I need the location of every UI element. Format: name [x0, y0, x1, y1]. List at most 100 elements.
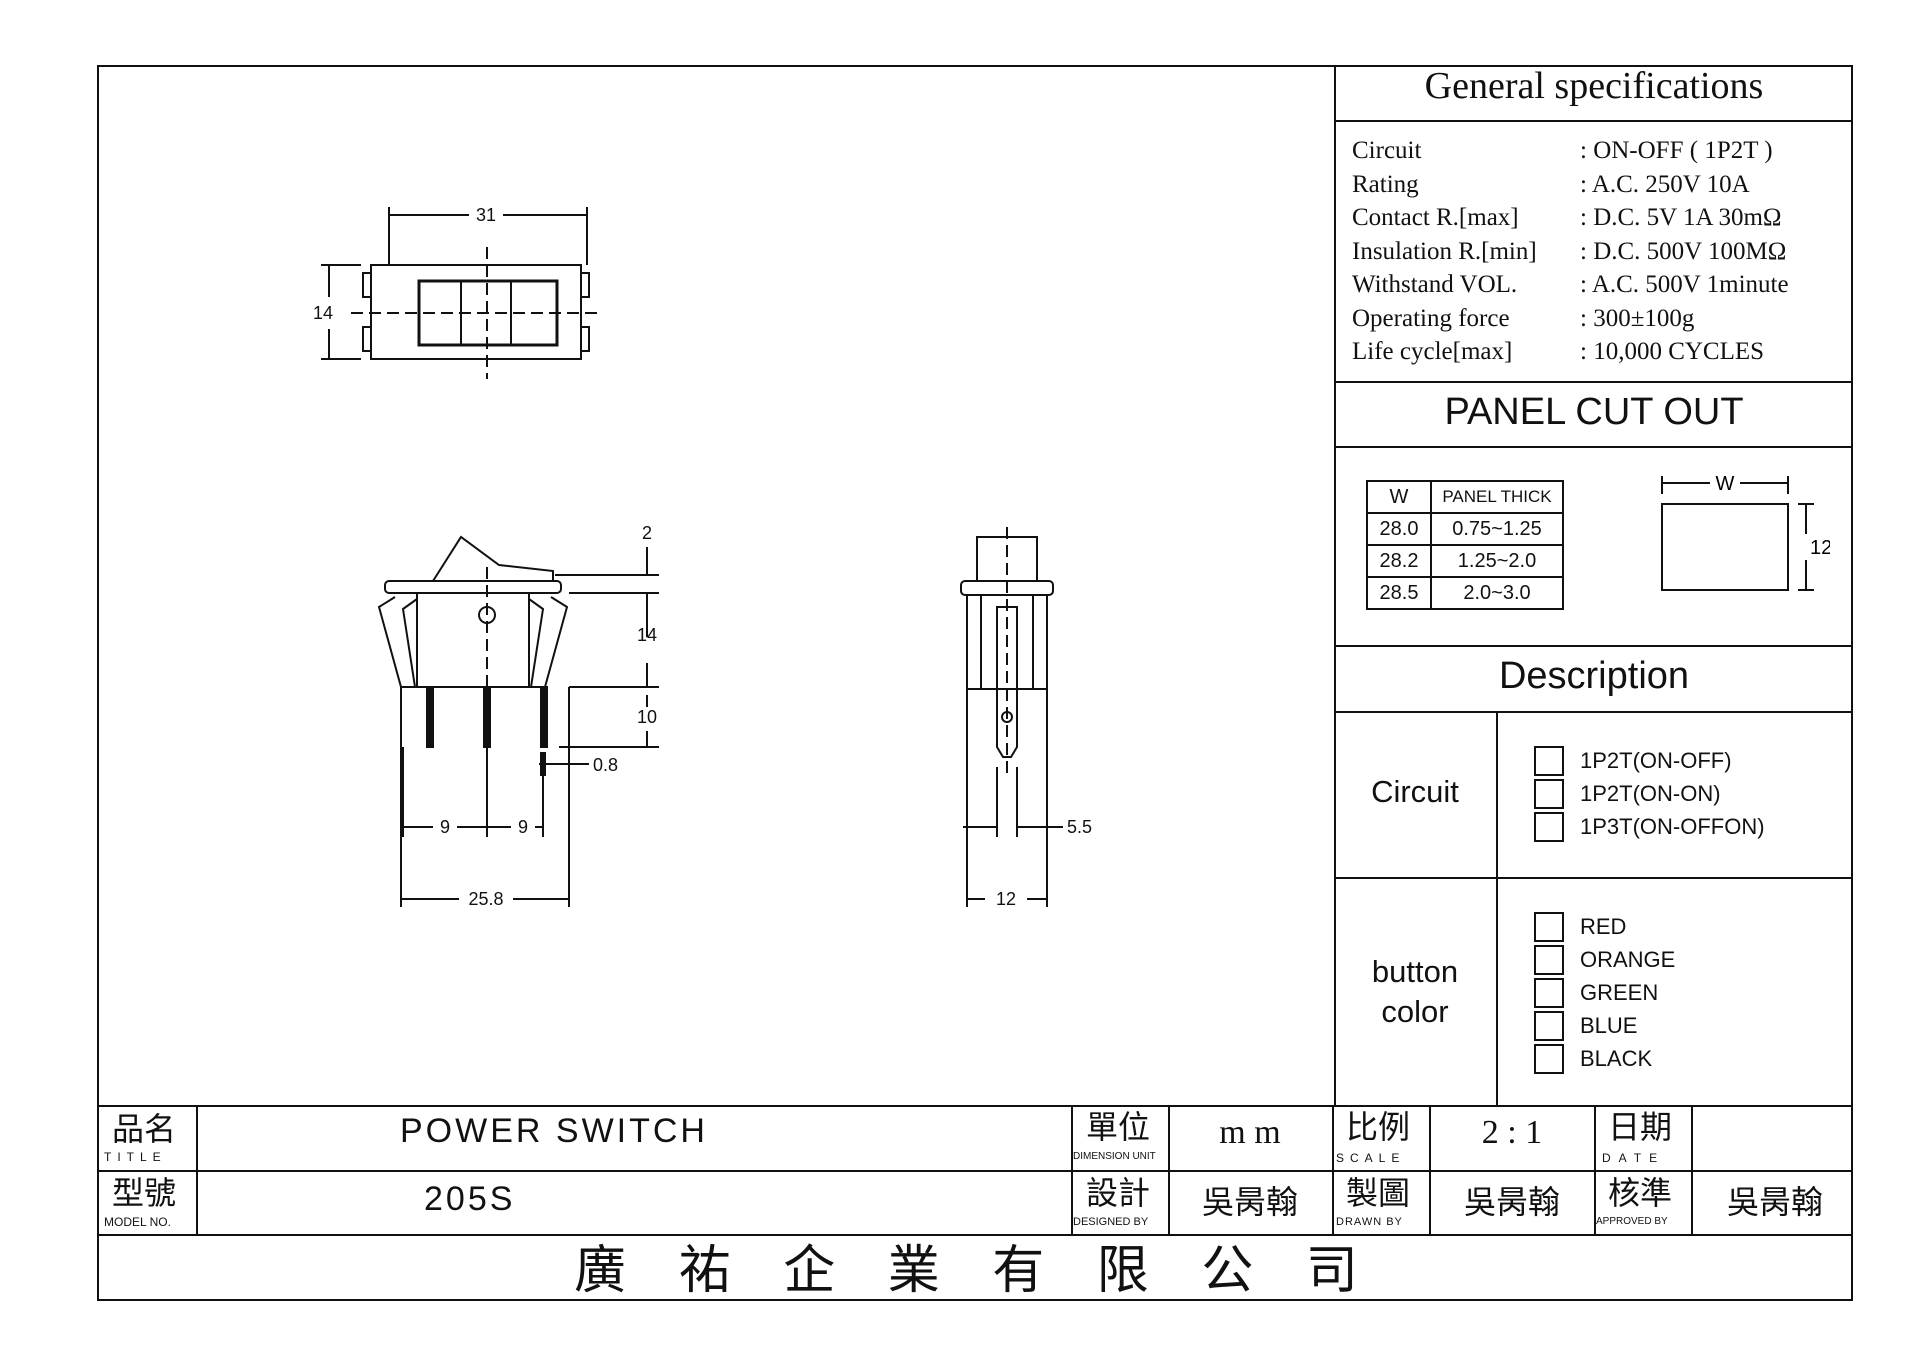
drawing-frame — [97, 65, 1853, 1301]
circuit-option-checkbox[interactable] — [1534, 812, 1564, 842]
top-view — [321, 207, 599, 379]
spec-label: Circuit — [1352, 137, 1422, 164]
title-label-en: TITLE — [104, 1150, 167, 1164]
spec-label: Withstand VOL. — [1352, 271, 1518, 298]
drawn-label-en: DRAWN BY — [1336, 1216, 1403, 1228]
spec-label: Life cycle[max] — [1352, 338, 1513, 365]
circuit-option-label: 1P2T(ON-ON) — [1580, 781, 1721, 806]
design-value: 吳昺翰 — [1201, 1183, 1298, 1221]
desc-row-divider — [1334, 877, 1853, 879]
dim-pin-thickness: 0.8 — [593, 755, 618, 775]
color-option-checkbox[interactable] — [1534, 912, 1564, 942]
description-title: Description — [1498, 655, 1690, 697]
design-label-cjk: 設計 — [1086, 1174, 1151, 1212]
dim-front-pins: 10 — [637, 707, 657, 727]
dim-side-width: 12 — [996, 889, 1016, 909]
date-label-en: DATE — [1602, 1151, 1666, 1165]
table-cell: 2.0~3.0 — [1430, 576, 1564, 610]
front-view — [377, 535, 659, 907]
table-cell: 28.2 — [1366, 544, 1432, 578]
color-option-label: BLUE — [1580, 1013, 1638, 1038]
spec-value: : ON-OFF ( 1P2T ) — [1580, 137, 1773, 164]
dim-front-top: 2 — [642, 523, 652, 543]
scale-label-en: SCALE — [1336, 1151, 1406, 1165]
circuit-option-label: 1P3T(ON-OFFON) — [1580, 814, 1765, 839]
color-option-label: ORANGE — [1580, 947, 1676, 972]
approved-label-en: APPROVED BY — [1596, 1216, 1668, 1227]
spec-value: : D.C. 500V 100MΩ — [1580, 237, 1787, 265]
panel-title-rule-top — [1334, 381, 1853, 383]
dim-top-height: 14 — [313, 303, 333, 323]
spec-label: Operating force — [1352, 304, 1510, 332]
general-specs-title: General specifications — [1424, 65, 1764, 107]
button-color-label: button color — [1336, 952, 1494, 1032]
desc-title-rule-bottom — [1334, 711, 1853, 713]
table-header-thick: PANEL THICK — [1430, 480, 1564, 514]
scale-label-cjk: 比例 — [1346, 1108, 1411, 1146]
color-option-label: BLACK — [1580, 1046, 1653, 1071]
tb-col — [1429, 1105, 1431, 1236]
cutout-height-label: 12 — [1810, 537, 1830, 559]
dim-overall-width: 25.8 — [468, 889, 503, 909]
spec-value: : 300±100g — [1580, 304, 1695, 332]
approved-value: 吳昺翰 — [1726, 1183, 1823, 1221]
specs-divider — [1334, 65, 1336, 1107]
titleblock-rule-top — [97, 1105, 1853, 1107]
date-label-cjk: 日期 — [1608, 1108, 1673, 1146]
tb-col — [1594, 1105, 1596, 1236]
desc-title-rule-top — [1334, 645, 1853, 647]
panel-title-rule-bottom — [1334, 446, 1853, 448]
unit-label-en: DIMENSION UNIT — [1073, 1151, 1156, 1162]
table-cell: 28.5 — [1366, 576, 1432, 610]
dim-front-body: 14 — [637, 625, 657, 645]
spec-value: : D.C. 5V 1A 30mΩ — [1580, 204, 1782, 231]
dim-pin-pitch-2: 9 — [518, 817, 528, 837]
switch-drawings: 31 14 2 14 10 0.8 9 9 25.8 5.5 12 — [313, 205, 1092, 909]
spec-label: Insulation R.[min] — [1352, 237, 1537, 265]
panel-cut-out-title: PANEL CUT OUT — [1444, 391, 1744, 433]
title-value: POWER SWITCH — [400, 1112, 708, 1150]
model-value: 205S — [424, 1180, 516, 1218]
specs-title-rule — [1334, 120, 1853, 122]
cutout-width-label: W — [1716, 473, 1735, 495]
tb-col — [1332, 1105, 1334, 1236]
table-cell: 28.0 — [1366, 512, 1432, 546]
drawn-value: 吳昺翰 — [1463, 1183, 1560, 1221]
tb-col — [1691, 1105, 1693, 1236]
unit-value: m m — [1219, 1114, 1281, 1151]
spec-value: : 10,000 CYCLES — [1580, 338, 1765, 365]
spec-value: : A.C. 250V 10A — [1580, 170, 1750, 198]
tb-col — [1071, 1105, 1073, 1236]
titleblock-rule-bottom — [97, 1234, 1853, 1236]
color-option-checkbox[interactable] — [1534, 1011, 1564, 1041]
circuit-option-checkbox[interactable] — [1534, 779, 1564, 809]
spec-label: Rating — [1352, 170, 1419, 198]
panel-cutout-diagram: W 12 — [1661, 473, 1830, 591]
dim-side-pin-offset: 5.5 — [1067, 817, 1092, 837]
dim-pin-pitch-1: 9 — [440, 817, 450, 837]
title-label-cjk: 品名 — [112, 1110, 177, 1148]
color-option-checkbox[interactable] — [1534, 978, 1564, 1008]
color-option-label: GREEN — [1580, 980, 1659, 1005]
circuit-option-checkbox[interactable] — [1534, 746, 1564, 776]
design-label-en: DESIGNED BY — [1073, 1216, 1149, 1228]
button-color-label-line2: color — [1381, 994, 1449, 1029]
company-name: 廣 祐 企 業 有 限 公 司 — [574, 1241, 1376, 1301]
tb-col — [196, 1105, 198, 1236]
titleblock-rule-mid — [97, 1170, 1853, 1172]
spec-label: Contact R.[max] — [1352, 204, 1519, 231]
circuit-label: Circuit — [1371, 774, 1459, 809]
scale-value: 2 : 1 — [1481, 1114, 1543, 1151]
color-option-checkbox[interactable] — [1534, 945, 1564, 975]
unit-label-cjk: 單位 — [1086, 1108, 1151, 1146]
side-view — [960, 527, 1063, 907]
spec-value: : A.C. 500V 1minute — [1580, 271, 1789, 298]
table-cell: 1.25~2.0 — [1430, 544, 1564, 578]
desc-col-divider — [1496, 711, 1498, 1107]
model-label-cjk: 型號 — [112, 1174, 177, 1212]
tb-col — [1168, 1105, 1170, 1236]
circuit-option-label: 1P2T(ON-OFF) — [1580, 748, 1732, 773]
color-option-checkbox[interactable] — [1534, 1044, 1564, 1074]
table-cell: 0.75~1.25 — [1430, 512, 1564, 546]
model-label-en: MODEL NO. — [104, 1215, 171, 1229]
